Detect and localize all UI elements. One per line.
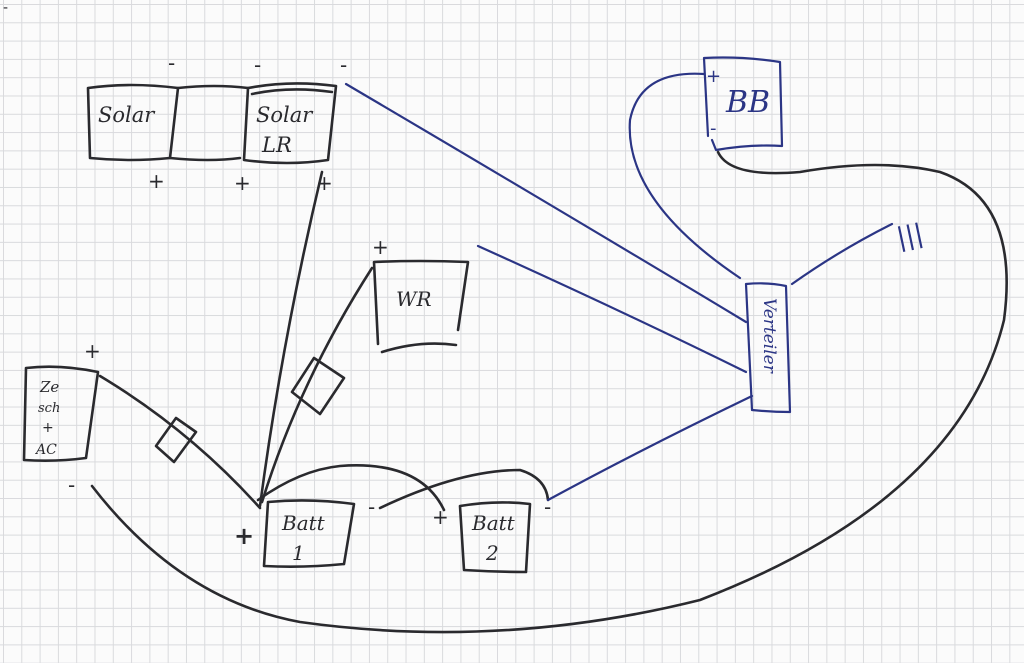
solar-middle-link <box>168 84 250 162</box>
wire-solar-to-battery-1 <box>258 170 324 508</box>
wire-wr-to-battery-1 <box>260 266 374 504</box>
solar-panel-right: Solar LR <box>242 82 338 165</box>
wr-label: WR <box>396 287 432 311</box>
bb-label: BB <box>725 85 770 120</box>
left-device-label-2: sch <box>38 401 60 416</box>
solar-plus-1: + <box>148 169 165 193</box>
wire-verteiler-to-battery-2 <box>546 394 754 502</box>
wr-plus: + <box>372 235 389 259</box>
battery-2-label-2: 2 <box>485 541 499 565</box>
verteiler-box: Verteiler <box>744 282 792 414</box>
wire-bb-to-verteiler <box>628 72 742 280</box>
battery-1-label-2: 1 <box>292 541 305 565</box>
left-device-label-4: AC <box>34 442 57 458</box>
solar-minus-3: - <box>340 53 347 77</box>
bb-box: BB + - <box>702 56 784 152</box>
bb-plus: + <box>706 66 721 87</box>
bb-minus: - <box>710 118 717 139</box>
ground-symbol: ||| <box>894 219 926 254</box>
wire-battery-1-minus-to-battery-2-minus <box>378 468 550 510</box>
battery-1-plus: + <box>234 522 254 550</box>
left-device-label-3: + <box>42 420 54 436</box>
solar-right-label-2: LR <box>261 133 292 157</box>
left-device-minus: - <box>68 473 75 497</box>
battery-1-label-1: Batt <box>281 511 326 535</box>
wire-battery-1-to-battery-2 <box>256 464 446 512</box>
solar-plus-2: + <box>234 171 251 195</box>
solar-minus-1: - <box>168 51 175 75</box>
wire-left-device-to-battery-1 <box>98 374 262 510</box>
solar-left-label: Solar <box>98 103 156 127</box>
solar-minus-2: - <box>254 53 261 77</box>
verteiler-label: Verteiler <box>759 298 779 374</box>
battery-1-box: Batt 1 <box>262 499 356 568</box>
wire-big-loop <box>90 150 1008 634</box>
battery-2-plus: + <box>432 505 449 529</box>
battery-2-minus: - <box>544 495 551 519</box>
wire-solar-to-verteiler <box>344 82 748 324</box>
wire-verteiler-to-ground <box>790 222 894 286</box>
fuse-left <box>154 416 198 464</box>
solar-right-label-1: Solar <box>256 103 314 127</box>
fuse-wr <box>290 356 346 416</box>
battery-2-label-1: Batt <box>471 511 516 535</box>
battery-2-box: Batt 2 <box>458 501 532 574</box>
blue-wires <box>344 72 894 502</box>
solar-panel-left: Solar <box>86 83 180 162</box>
left-device-box: Ze sch + AC <box>22 365 100 462</box>
left-device-plus: + <box>84 339 101 363</box>
wire-wr-to-verteiler <box>476 244 748 374</box>
pencil-wires <box>90 150 1008 634</box>
left-device-label-1: Ze <box>39 378 59 396</box>
wr-box: WR <box>372 259 470 354</box>
battery-1-minus: - <box>368 495 375 519</box>
corner-mark: - <box>3 0 8 16</box>
